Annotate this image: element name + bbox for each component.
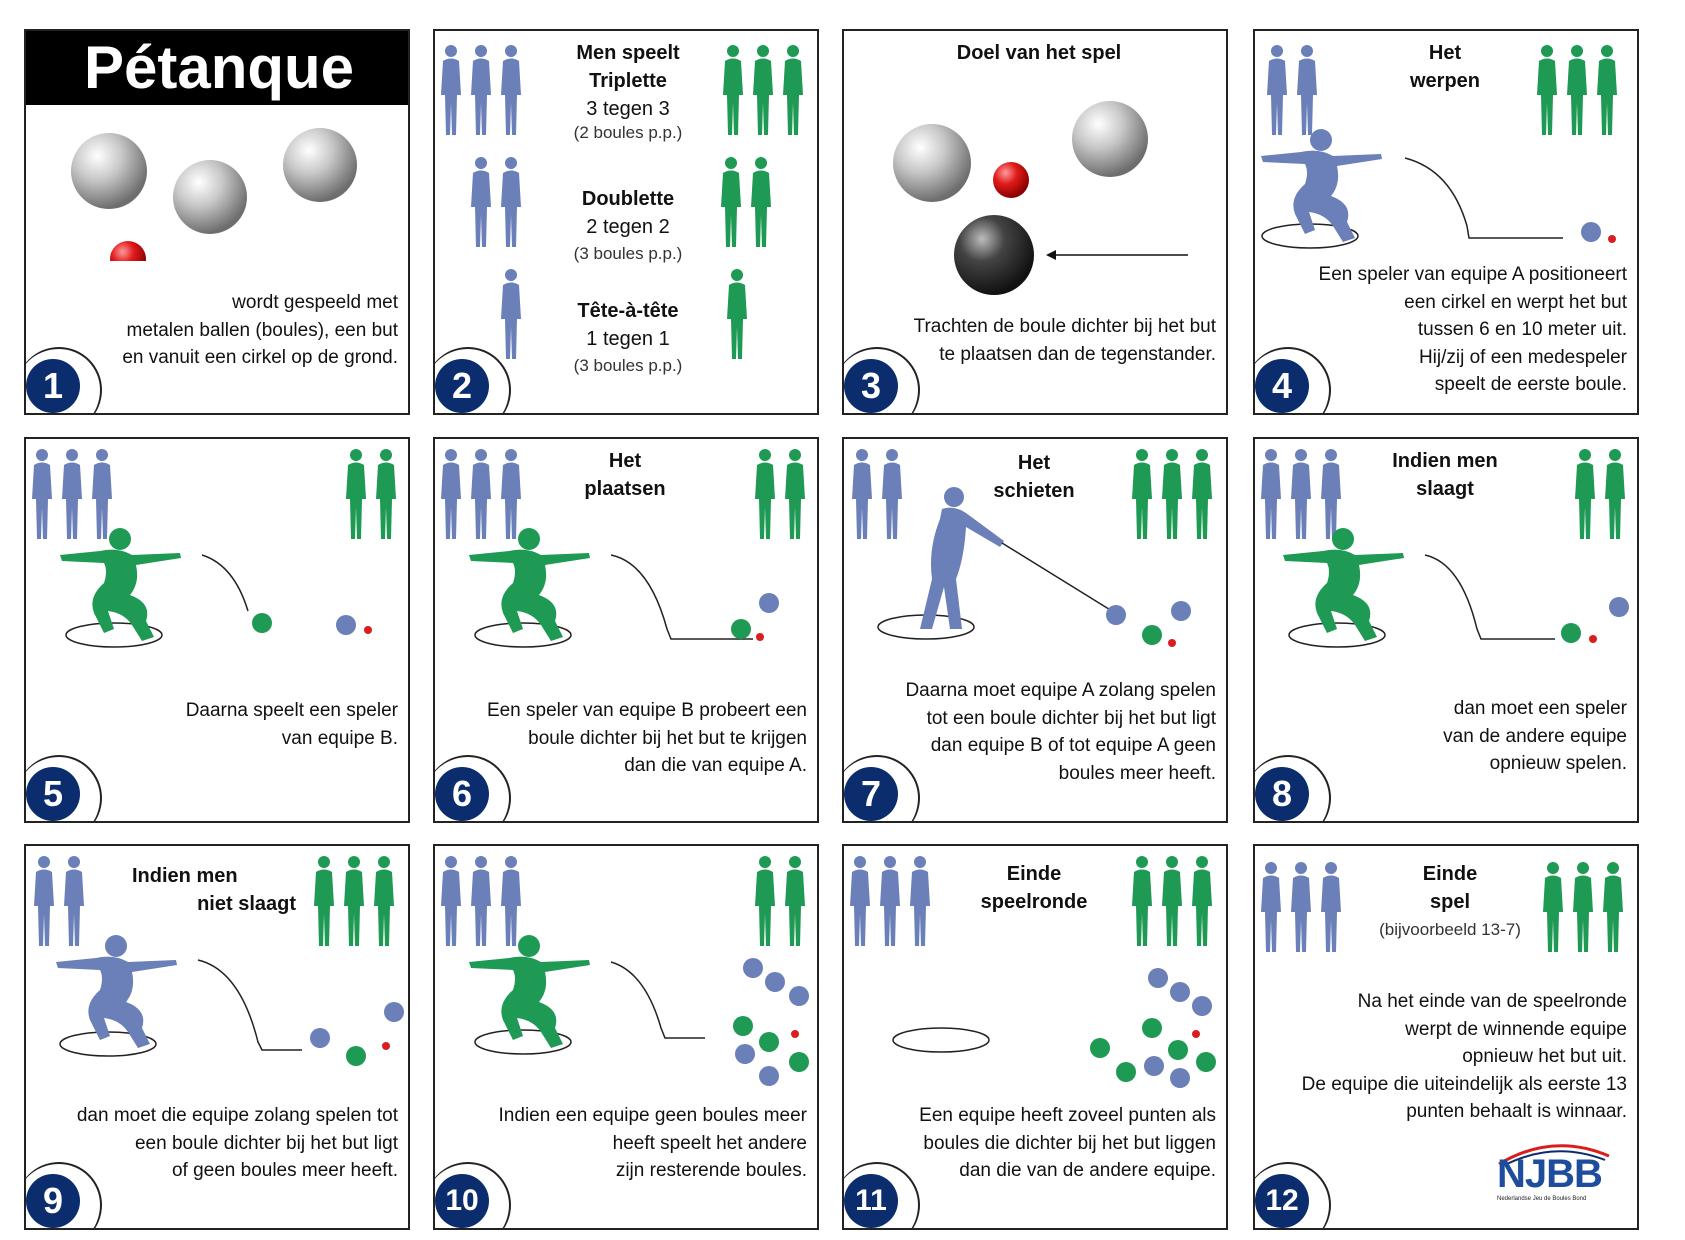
green-team-icon: [1132, 856, 1212, 946]
throw-illustration: [1261, 129, 1616, 249]
format-doublette: Doublette 2 tegen 2 (3 boules p.p.): [573, 188, 683, 263]
boules-illustration: [893, 101, 1188, 295]
panel-subtitle: (bijvoorbeeld 13-7): [1379, 920, 1521, 939]
green-team-icon: [721, 157, 771, 247]
format-tete-a-tete: Tête-à-tête 1 tegen 1 (3 boules p.p.): [573, 300, 683, 375]
step-number: 11: [844, 1162, 920, 1228]
panel-1-description: wordt gespeeld met metalen ballen (boule…: [122, 292, 398, 368]
step-number: 5: [26, 755, 102, 821]
panel-title: Indien men niet slaagt: [132, 865, 296, 915]
step-number: 10: [435, 1162, 511, 1228]
blue-team-icon: [471, 157, 521, 247]
panel-2: Men speelt Triplette 3 tegen 3 (2 boules…: [433, 29, 819, 415]
green-team-icon: [1543, 862, 1623, 952]
blue-team-icon: [501, 269, 521, 359]
boules-illustration: [71, 128, 357, 261]
panel-3-description: Trachten de boule dichter bij het but te…: [913, 316, 1216, 365]
panel-3: Doel van het spel Trachten de boule dich…: [842, 29, 1228, 415]
njbb-logo: NJBB Nederlandse Jeu de Boules Bond: [1493, 1138, 1613, 1208]
scoring-illustration: [892, 968, 1216, 1088]
panel-9: Indien men niet slaagt dan moet die equi…: [24, 844, 410, 1230]
retry-illustration: [1283, 528, 1629, 648]
green-team-icon: [727, 269, 747, 359]
green-team-icon: [723, 45, 803, 135]
step-number: 1: [26, 347, 102, 413]
place-illustration: [469, 528, 779, 648]
page-title: Pétanque: [26, 31, 408, 105]
remaining-boules-illustration: [469, 935, 809, 1086]
miss-illustration: [56, 935, 404, 1066]
shoot-illustration: [877, 487, 1191, 647]
step-number: 9: [26, 1162, 102, 1228]
step-number: 7: [844, 755, 920, 821]
step-number: 12: [1255, 1162, 1331, 1228]
blue-team-icon: [1261, 862, 1341, 952]
step-number: 6: [435, 755, 511, 821]
blue-team-icon: [441, 45, 521, 135]
blue-team-icon: [850, 856, 930, 946]
panel-title: Doel van het spel: [956, 42, 1122, 64]
step-number: 4: [1255, 347, 1331, 413]
throw-illustration: [60, 528, 372, 648]
step-number: 3: [844, 347, 920, 413]
step-number: 8: [1255, 755, 1331, 821]
format-triplette: Men speelt Triplette 3 tegen 3 (2 boules…: [573, 42, 683, 142]
panel-1: Pétanque wordt gespeeld met metalen ball…: [24, 29, 410, 415]
step-number: 2: [435, 347, 511, 413]
